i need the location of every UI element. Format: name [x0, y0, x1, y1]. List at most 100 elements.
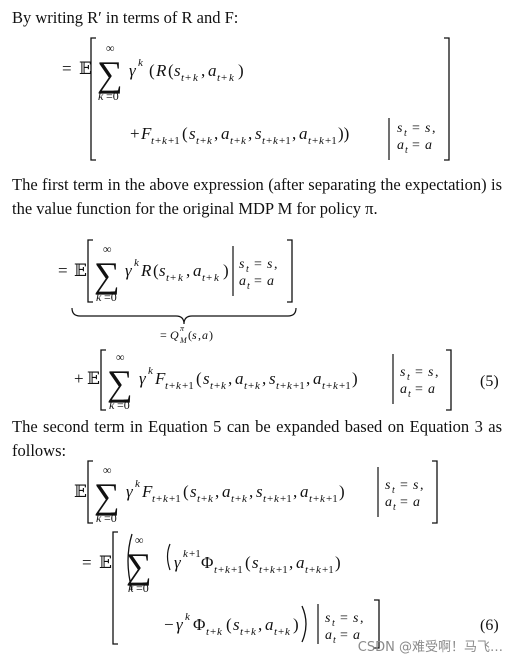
svg-text:a: a	[267, 274, 274, 289]
svg-text:a: a	[325, 628, 332, 643]
csdn-watermark: CSDN @难受啊！马飞…	[357, 640, 503, 655]
svg-text:,: ,	[201, 61, 205, 80]
svg-text:k: k	[128, 581, 134, 595]
svg-text:=: =	[62, 59, 72, 78]
svg-text:a: a	[265, 615, 274, 634]
svg-text:k: k	[319, 135, 325, 147]
equation-number-6: (6)	[480, 617, 499, 634]
svg-text:+: +	[278, 626, 284, 638]
svg-text:+: +	[200, 135, 206, 147]
svg-text:t: t	[263, 493, 267, 505]
svg-text:t: t	[276, 380, 280, 392]
svg-text:𝔼: 𝔼	[74, 261, 87, 280]
svg-text:+1: +1	[326, 493, 338, 505]
svg-text:,: ,	[306, 369, 310, 388]
svg-text:a: a	[221, 124, 230, 143]
svg-text:k: k	[225, 564, 231, 576]
svg-text:s: s	[252, 553, 259, 572]
svg-text:M: M	[179, 336, 188, 345]
svg-text:s: s	[400, 365, 406, 380]
svg-text:s: s	[428, 365, 434, 380]
svg-text:,: ,	[435, 365, 439, 380]
svg-text:t: t	[217, 72, 221, 84]
svg-text:∞: ∞	[135, 533, 144, 547]
svg-text:k: k	[270, 564, 276, 576]
svg-text:k: k	[98, 89, 104, 103]
svg-text:k: k	[185, 611, 191, 623]
svg-text:t: t	[274, 626, 278, 638]
svg-text:(: (	[149, 61, 155, 80]
svg-text:+: +	[210, 626, 216, 638]
svg-text:a: a	[400, 382, 407, 397]
svg-text:=: =	[400, 478, 408, 493]
svg-text:t: t	[231, 493, 235, 505]
svg-text:a: a	[208, 61, 217, 80]
svg-text:+: +	[218, 564, 224, 576]
svg-text:+: +	[263, 564, 269, 576]
svg-text:a: a	[397, 138, 404, 153]
equation-number-5: (5)	[480, 373, 499, 390]
svg-text:+: +	[248, 380, 254, 392]
svg-text:=: =	[58, 261, 68, 280]
paragraph-1: By writing R′ in terms of R and F:	[12, 8, 239, 27]
svg-text:=: =	[82, 553, 92, 572]
svg-text:(: (	[188, 328, 192, 342]
svg-text:k: k	[251, 626, 257, 638]
svg-text:,: ,	[249, 482, 253, 501]
svg-text:t: t	[332, 618, 335, 629]
svg-text:k: k	[207, 135, 213, 147]
svg-text:+: +	[309, 564, 315, 576]
svg-text:=0: =0	[117, 398, 130, 412]
svg-text:a: a	[413, 495, 420, 510]
svg-text:+1: +1	[280, 493, 292, 505]
svg-text:s: s	[385, 478, 391, 493]
svg-text:(: (	[196, 369, 202, 388]
svg-text:+1: +1	[182, 380, 194, 392]
svg-text:t: t	[165, 380, 169, 392]
svg-text:k: k	[109, 398, 115, 412]
svg-text:t: t	[152, 493, 156, 505]
svg-text:t: t	[246, 264, 249, 275]
svg-text:a: a	[299, 124, 308, 143]
svg-text:k: k	[138, 57, 144, 69]
svg-text:k: k	[242, 493, 248, 505]
svg-text:k: k	[320, 493, 326, 505]
svg-text:∑: ∑	[97, 54, 123, 94]
svg-text:t: t	[322, 380, 326, 392]
svg-text:k: k	[217, 626, 223, 638]
svg-text:t: t	[408, 389, 411, 400]
svg-text:a: a	[353, 628, 360, 643]
svg-text:+1: +1	[322, 564, 334, 576]
svg-text:=: =	[254, 257, 262, 272]
svg-text:=: =	[415, 382, 423, 397]
svg-text:t: t	[407, 372, 410, 383]
svg-text:,: ,	[215, 482, 219, 501]
svg-text:s: s	[425, 121, 431, 136]
svg-text:+: +	[201, 493, 207, 505]
svg-text:+1: +1	[168, 135, 180, 147]
svg-text:t: t	[210, 380, 214, 392]
svg-text:k: k	[287, 380, 293, 392]
svg-text:+: +	[155, 135, 161, 147]
svg-text:a: a	[428, 382, 435, 397]
svg-text:=: =	[400, 495, 408, 510]
svg-text:γ: γ	[139, 369, 147, 388]
svg-text:a: a	[222, 482, 231, 501]
svg-text:s: s	[189, 124, 196, 143]
svg-text:t: t	[244, 380, 248, 392]
svg-text:=: =	[412, 138, 420, 153]
svg-text:(: (	[226, 615, 232, 634]
svg-text:t: t	[230, 135, 234, 147]
svg-text:k: k	[193, 72, 199, 84]
svg-text:Φ: Φ	[193, 615, 205, 634]
svg-text:,: ,	[248, 124, 252, 143]
svg-text:F: F	[141, 482, 153, 501]
svg-text:+1: +1	[293, 380, 305, 392]
svg-text:R: R	[155, 61, 167, 80]
svg-text:+1: +1	[169, 493, 181, 505]
svg-text:+: +	[234, 135, 240, 147]
svg-text:k: k	[316, 564, 322, 576]
svg-text:a: a	[239, 274, 246, 289]
svg-text:a: a	[385, 495, 392, 510]
svg-text:,: ,	[258, 615, 262, 634]
